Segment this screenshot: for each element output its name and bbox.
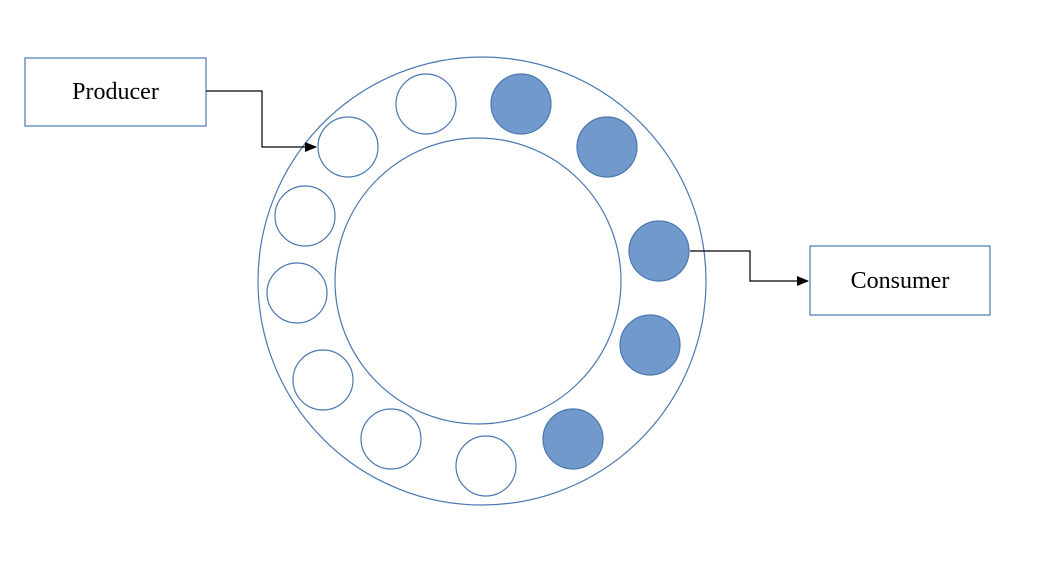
slot-empty: [292, 349, 354, 411]
consumer-node: Consumer: [809, 245, 991, 316]
slot-filled: [576, 116, 638, 178]
producer-node: Producer: [24, 57, 207, 127]
producer-box: [24, 57, 207, 127]
slot-empty: [317, 116, 379, 178]
consumer-arrow: [690, 250, 809, 286]
slot-filled: [628, 220, 690, 282]
slot-filled: [619, 314, 681, 376]
slot-filled: [490, 73, 552, 135]
ring-outer-circle: [257, 56, 707, 506]
consumer-label: Consumer: [851, 268, 950, 294]
slot-empty: [266, 262, 328, 324]
ring-inner-circle: [334, 137, 622, 425]
producer-arrow: [206, 90, 317, 152]
slot-empty: [360, 408, 422, 470]
slot-empty: [274, 185, 336, 247]
slot-empty: [395, 73, 457, 135]
slot-empty: [455, 435, 517, 497]
consumer-box: [809, 245, 991, 316]
ring-slots: [266, 73, 690, 497]
slot-filled: [542, 408, 604, 470]
producer-label: Producer: [72, 79, 159, 105]
